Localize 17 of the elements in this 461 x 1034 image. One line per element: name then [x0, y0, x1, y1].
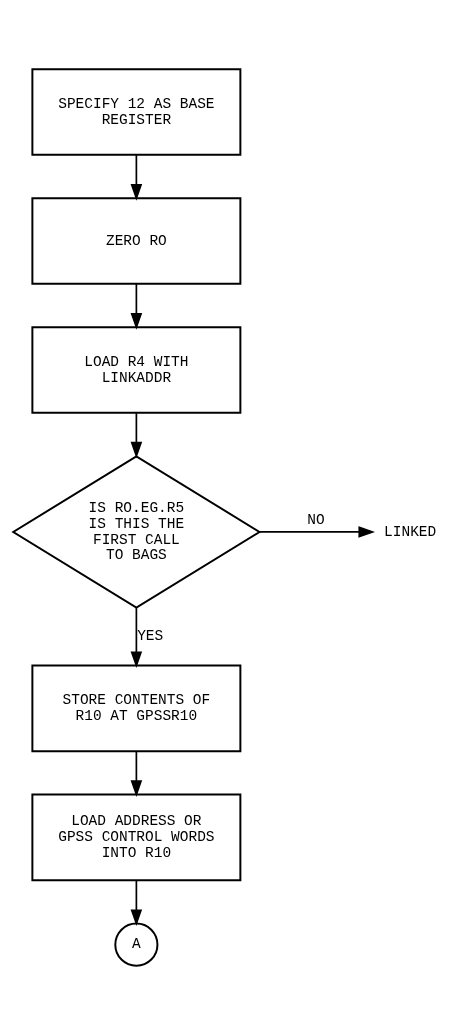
node-circle: A — [114, 922, 159, 967]
node-box: ZERO RO — [31, 196, 242, 285]
arrow — [130, 879, 143, 926]
node-diamond: IS RO.EG.R5 IS THIS THE FIRST CALL TO BAGS — [11, 454, 262, 609]
edge-label: NO — [307, 511, 325, 528]
arrow — [130, 750, 143, 797]
arrow — [258, 525, 375, 538]
edge-label: YES — [137, 627, 164, 644]
node-text: LINKED — [384, 523, 437, 540]
node-box: SPECIFY 12 AS BASE REGISTER — [31, 67, 242, 156]
arrow — [130, 282, 143, 330]
arrow — [130, 606, 143, 668]
arrow — [130, 153, 143, 201]
node-box: STORE CONTENTS OF R10 AT GPSSR10 — [31, 664, 242, 752]
node-box: LOAD R4 WITH LINKADDR — [31, 325, 242, 414]
arrow — [130, 411, 143, 458]
node-box: LOAD ADDRESS OR GPSS CONTROL WORDS INTO R10 — [31, 793, 242, 881]
